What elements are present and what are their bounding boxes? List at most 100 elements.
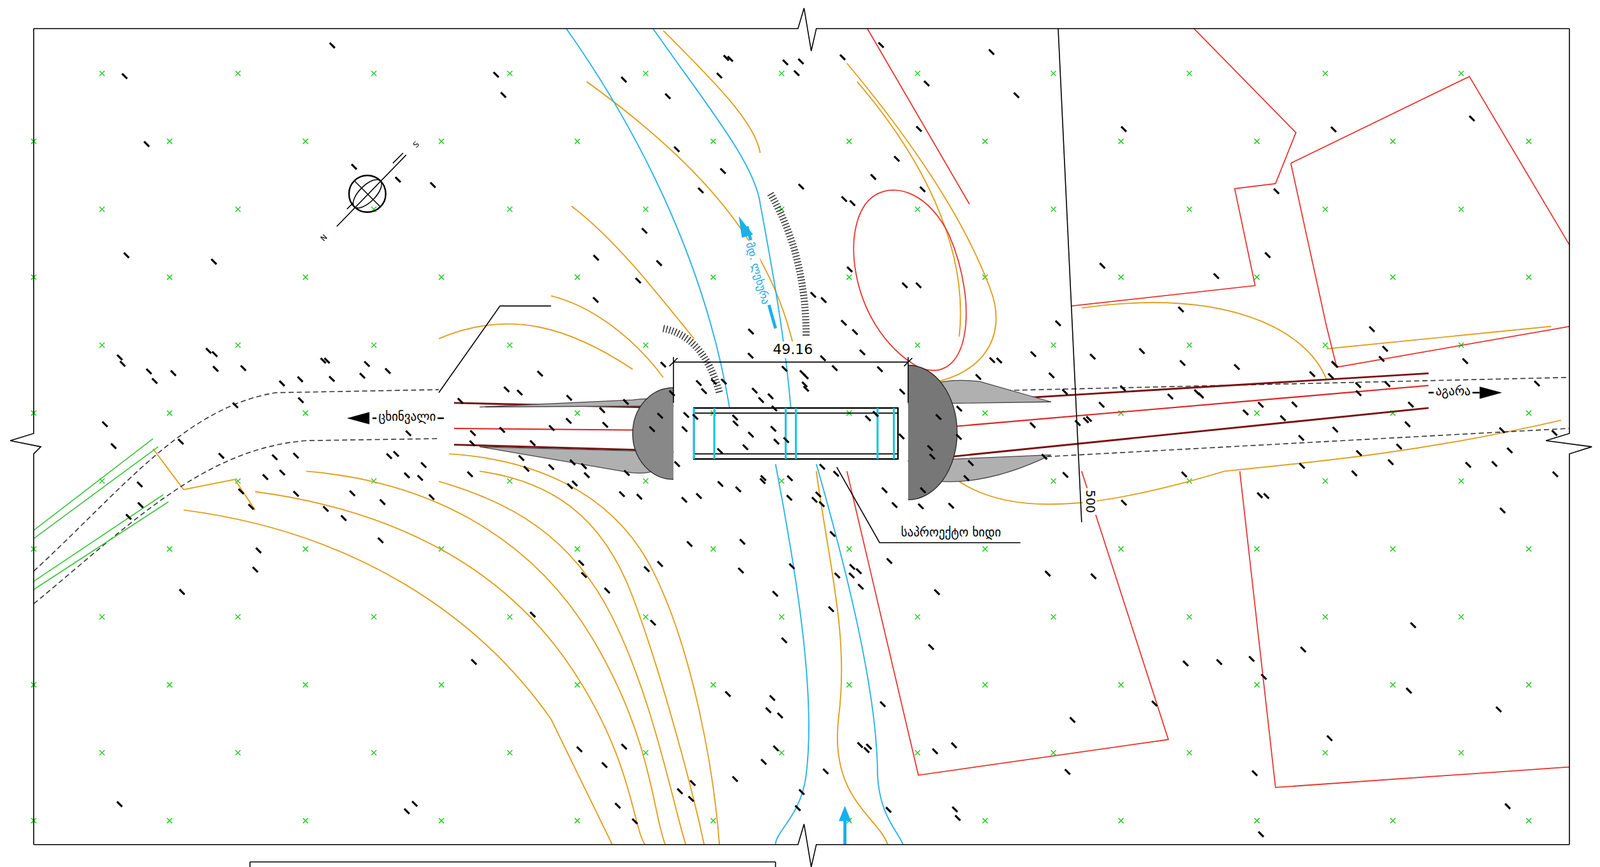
- survey-tick: [915, 282, 921, 289]
- survey-tick: [717, 448, 723, 455]
- survey-tick: [772, 406, 778, 412]
- grid-cross: [1254, 818, 1260, 824]
- survey-tick: [688, 796, 694, 802]
- survey-tick: [1257, 492, 1263, 498]
- survey-tick: [1121, 500, 1127, 506]
- sheet-frame: [10, 8, 1592, 867]
- survey-tick: [467, 471, 473, 477]
- survey-tick: [761, 759, 767, 766]
- survey-tick: [604, 588, 610, 594]
- survey-tick: [649, 426, 655, 432]
- survey-tick: [932, 749, 938, 755]
- grid-cross: [1118, 818, 1124, 824]
- survey-tick: [773, 439, 780, 445]
- survey-tick: [567, 483, 573, 490]
- survey-tick: [683, 412, 689, 418]
- survey-tick: [248, 504, 254, 510]
- grid-cross: [642, 614, 649, 621]
- grid-cross: [99, 750, 105, 756]
- survey-tick: [1388, 459, 1394, 465]
- survey-tick: [701, 388, 707, 394]
- grid-cross: [642, 478, 649, 484]
- survey-tick: [650, 620, 656, 626]
- survey-tick: [927, 445, 933, 451]
- grid-cross: [167, 546, 173, 552]
- survey-tick: [395, 177, 401, 183]
- survey-tick: [669, 391, 675, 397]
- grid-cross: [642, 71, 649, 77]
- grid-cross: [1254, 682, 1260, 688]
- survey-tick: [581, 463, 587, 469]
- survey-tick: [742, 445, 748, 451]
- survey-tick: [873, 411, 879, 417]
- grid-cross: [1322, 206, 1328, 212]
- grid-cross: [1186, 614, 1192, 621]
- survey-tick: [623, 399, 629, 405]
- survey-tick: [530, 440, 536, 446]
- survey-tick: [137, 503, 144, 509]
- grid-cross: [710, 546, 717, 552]
- survey-tick: [689, 780, 696, 787]
- survey-tick: [255, 548, 261, 554]
- survey-tick: [125, 514, 132, 520]
- survey-tick: [213, 366, 219, 372]
- survey-tick: [1404, 421, 1410, 427]
- survey-tick: [721, 379, 727, 385]
- grid-cross: [99, 71, 105, 77]
- grid-cross: [1118, 138, 1124, 144]
- grid-cross: [1390, 274, 1396, 280]
- grid-cross: [779, 478, 785, 484]
- grid-cross: [1390, 818, 1396, 824]
- survey-tick: [565, 418, 572, 424]
- survey-tick: [524, 466, 530, 472]
- grid-cross: [507, 750, 513, 756]
- survey-tick: [636, 494, 642, 500]
- survey-tick: [471, 659, 477, 665]
- survey-tick: [279, 469, 285, 476]
- survey-tick: [693, 414, 699, 420]
- survey-tick: [1216, 660, 1222, 666]
- survey-tick: [902, 282, 908, 289]
- survey-tick: [789, 564, 795, 570]
- grid-cross: [1322, 614, 1328, 621]
- grid-cross: [1051, 478, 1057, 484]
- survey-tick: [735, 487, 741, 493]
- survey-tick: [1351, 471, 1358, 477]
- survey-tick: [819, 501, 825, 507]
- grid-cross: [371, 71, 377, 77]
- survey-tick: [781, 637, 787, 643]
- survey-tick: [885, 807, 891, 813]
- survey-tick: [748, 329, 754, 335]
- survey-tick: [549, 425, 555, 431]
- grid-cross: [1322, 750, 1328, 756]
- grid-cross: [1458, 478, 1464, 484]
- survey-tick: [1332, 362, 1338, 368]
- survey-tick: [1507, 448, 1513, 454]
- survey-tick: [1355, 382, 1361, 388]
- survey-tick: [530, 612, 536, 618]
- survey-tick: [1410, 623, 1416, 629]
- survey-tick: [803, 386, 809, 392]
- grid-cross: [982, 546, 988, 552]
- survey-tick: [517, 390, 523, 396]
- survey-tick: [840, 54, 846, 60]
- survey-tick: [782, 59, 788, 65]
- survey-tick: [1500, 508, 1506, 514]
- survey-tick: [146, 368, 152, 374]
- survey-tick: [880, 702, 886, 708]
- survey-tick: [599, 407, 605, 413]
- grid-cross: [642, 342, 649, 348]
- grid-cross: [1118, 682, 1124, 688]
- survey-tick: [429, 494, 435, 500]
- survey-tick: [420, 462, 427, 469]
- survey-tick: [696, 380, 702, 387]
- survey-tick: [952, 806, 958, 813]
- survey-tick: [787, 475, 793, 481]
- survey-tick: [252, 567, 258, 573]
- survey-tick: [1062, 472, 1068, 478]
- survey-tick: [1382, 346, 1388, 352]
- survey-tick: [1139, 348, 1145, 354]
- grid-cross: [507, 342, 513, 348]
- survey-tick: [1049, 373, 1055, 379]
